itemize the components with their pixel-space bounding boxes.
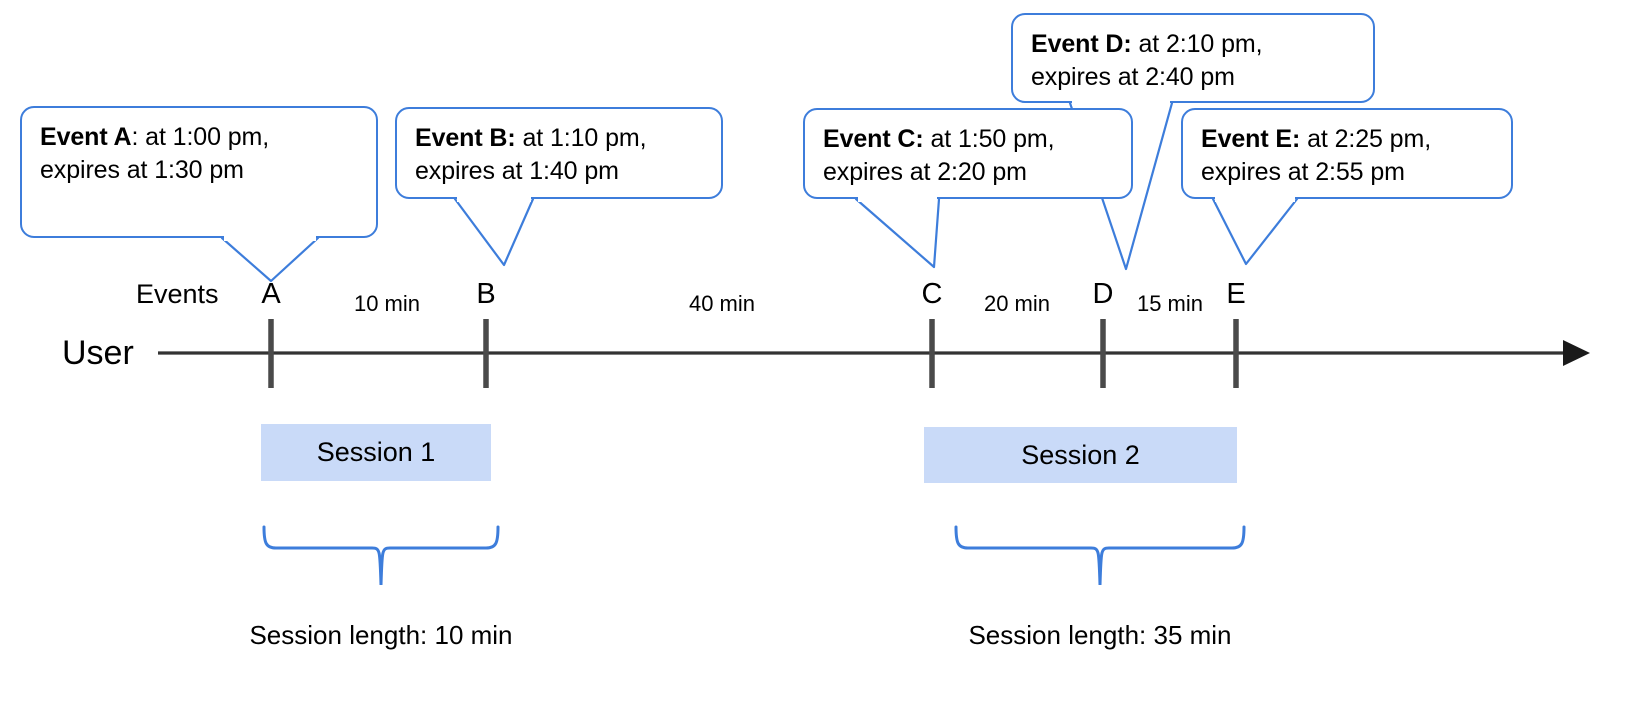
callout-tail-b bbox=[453, 197, 535, 267]
gap-label-a-b: 10 min bbox=[353, 291, 421, 316]
callout-event-e-separator: : bbox=[1292, 125, 1301, 153]
callout-event-b-lead: Event B bbox=[415, 124, 508, 152]
tick-label-a: A bbox=[261, 278, 281, 310]
session-box-1-label: Session 1 bbox=[316, 437, 436, 467]
axis-events-label: Events bbox=[136, 279, 219, 309]
callout-event-b-text: Event B: at 1:10 pm, expires at 1:40 pm bbox=[415, 122, 711, 188]
callout-event-d-tail-gap bbox=[1072, 98, 1170, 106]
callout-tail-c bbox=[854, 197, 941, 269]
session-box-1[interactable]: Session 1 bbox=[261, 424, 491, 481]
callout-event-e-body: at 2:25 pm, expires at 2:55 pm bbox=[1201, 125, 1432, 186]
callout-event-a-text: Event A: at 1:00 pm, expires at 1:30 pm bbox=[40, 121, 366, 187]
callout-event-b-tail-gap bbox=[457, 194, 531, 202]
axis-arrowhead bbox=[1563, 340, 1590, 366]
callout-event-e-text: Event E: at 2:25 pm, expires at 2:55 pm bbox=[1201, 123, 1501, 189]
callout-event-a-tail-gap bbox=[224, 233, 316, 241]
session-box-2-label: Session 2 bbox=[1021, 439, 1140, 470]
tick-label-b: B bbox=[476, 278, 496, 310]
callout-event-c-tail-gap bbox=[858, 194, 937, 202]
tick-label-d: D bbox=[1092, 278, 1114, 310]
session-box-2[interactable]: Session 2 bbox=[924, 427, 1237, 483]
callout-event-e-lead: Event E bbox=[1201, 125, 1292, 153]
callout-event-d-lead: Event D bbox=[1031, 30, 1124, 58]
callout-event-c-separator: : bbox=[915, 125, 924, 153]
callout-event-b-separator: : bbox=[507, 124, 516, 152]
axis-row-label-user: User bbox=[62, 334, 134, 372]
callout-event-d-separator: : bbox=[1123, 30, 1132, 58]
callout-event-c-body: at 1:50 pm, expires at 2:20 pm bbox=[823, 125, 1055, 186]
callout-event-a-body: at 1:00 pm, expires at 1:30 pm bbox=[40, 123, 270, 184]
callout-event-a-separator: : bbox=[131, 123, 139, 151]
callout-event-a[interactable]: Event A: at 1:00 pm, expires at 1:30 pm bbox=[20, 106, 378, 238]
callout-event-c[interactable]: Event C: at 1:50 pm, expires at 2:20 pm bbox=[803, 108, 1133, 199]
gap-label-c-d: 20 min bbox=[983, 291, 1051, 316]
callout-event-d-text: Event D: at 2:10 pm, expires at 2:40 pm bbox=[1031, 28, 1363, 94]
callout-tail-a bbox=[220, 236, 320, 283]
session-2-length-label: Session length: 35 min bbox=[968, 620, 1232, 650]
callout-event-b[interactable]: Event B: at 1:10 pm, expires at 1:40 pm bbox=[395, 107, 723, 199]
tick-label-e: E bbox=[1226, 278, 1246, 310]
callout-event-e[interactable]: Event E: at 2:25 pm, expires at 2:55 pm bbox=[1181, 108, 1513, 199]
callout-event-b-body: at 1:10 pm, expires at 1:40 pm bbox=[415, 124, 647, 185]
callout-tail-e bbox=[1211, 197, 1299, 266]
session-1-brace bbox=[262, 525, 500, 586]
timeline-axis bbox=[158, 340, 1590, 366]
tick-label-c: C bbox=[921, 278, 943, 310]
callout-event-c-lead: Event C bbox=[823, 125, 916, 153]
callout-event-a-lead: Event A bbox=[40, 123, 132, 151]
callout-event-d[interactable]: Event D: at 2:10 pm, expires at 2:40 pm bbox=[1011, 13, 1375, 103]
session-2-brace bbox=[954, 525, 1246, 586]
callout-event-d-body: at 2:10 pm, expires at 2:40 pm bbox=[1031, 30, 1263, 91]
gap-label-b-c: 40 min bbox=[688, 291, 756, 316]
callout-event-c-text: Event C: at 1:50 pm, expires at 2:20 pm bbox=[823, 123, 1121, 189]
session-1-length-label: Session length: 10 min bbox=[249, 620, 513, 650]
axis-ticks bbox=[268, 319, 1239, 388]
gap-label-d-e: 15 min bbox=[1136, 291, 1204, 316]
callout-event-e-tail-gap bbox=[1215, 194, 1295, 202]
